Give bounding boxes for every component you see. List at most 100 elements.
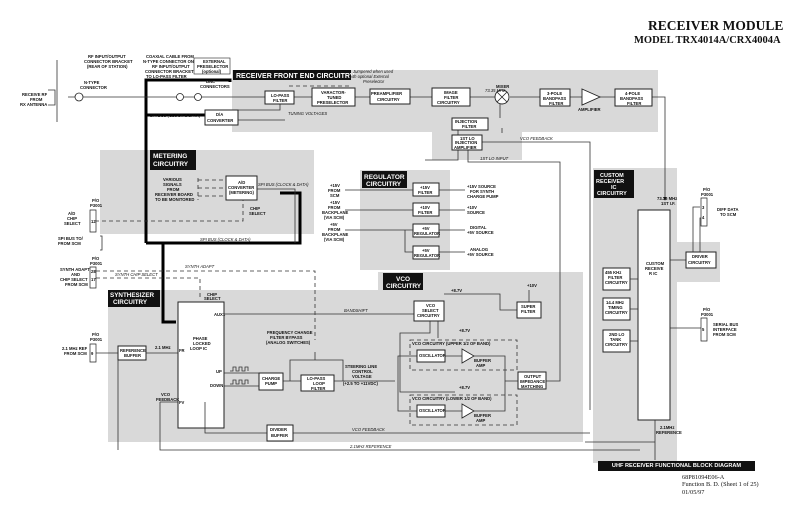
svg-text:LO-PASS: LO-PASS <box>307 376 326 381</box>
svg-text:N-TYPE: N-TYPE <box>84 80 100 85</box>
svg-text:CHIP SELECT: CHIP SELECT <box>60 277 88 282</box>
custom-rx-header: CUSTOM RECEIVER IC CIRCUITRY <box>594 170 634 198</box>
svg-text:FILTER: FILTER <box>311 386 325 391</box>
svg-text:BANDPASS: BANDPASS <box>620 96 643 101</box>
svg-text:FROM: FROM <box>328 227 341 232</box>
svg-text:REGULATOR: REGULATOR <box>414 253 440 258</box>
svg-text:CHIP: CHIP <box>250 206 260 211</box>
mhz-21-label: 2.1 MHz <box>155 345 171 350</box>
svg-text:(ANALOG SWITCHES): (ANALOG SWITCHES) <box>266 340 311 345</box>
svg-text:EXTERNAL: EXTERNAL <box>203 59 226 64</box>
svg-text:P/O: P/O <box>703 187 711 192</box>
coax-label: COAXIAL CABLE FROM N-TYPE CONNECTOR ON R… <box>143 54 194 79</box>
v87-label-top: +8.7V <box>451 288 462 293</box>
bnc-connector-icon <box>194 93 202 101</box>
svg-text:FILTER: FILTER <box>418 210 432 215</box>
p3001-connector-synth: P/O P3001 28 17 <box>89 256 103 289</box>
svg-text:FILTER: FILTER <box>549 101 563 106</box>
up-label: UP <box>216 369 222 374</box>
svg-text:AMP: AMP <box>476 418 486 423</box>
p3001-connector-ref: P/O P3001 9 <box>89 332 103 363</box>
svg-text:VARACTOR-: VARACTOR- <box>321 90 346 95</box>
svg-text:RF INPUT/OUTPUT: RF INPUT/OUTPUT <box>152 64 190 69</box>
lo2-block: 2ND LO TANK CIRCUITRY <box>602 329 631 353</box>
aux1-label: AUX1 <box>214 312 226 317</box>
steering-label: STEERING LINE CONTROL VOLTAGE (+2.5 TO +… <box>343 364 378 386</box>
v10-label: +10V <box>527 283 537 288</box>
page-title: RECEIVER MODULE <box>648 18 784 33</box>
vco-lower-group <box>409 394 518 426</box>
svg-text:FILTER: FILTER <box>521 309 535 314</box>
svg-text:MATCHING: MATCHING <box>521 384 543 389</box>
metering-region <box>100 150 314 234</box>
svg-text:METERING: METERING <box>153 153 187 160</box>
svg-text:2ND LO: 2ND LO <box>609 332 625 337</box>
svg-text:VCO: VCO <box>161 392 171 397</box>
svg-text:FROM: FROM <box>30 97 43 102</box>
svg-text:17: 17 <box>91 277 96 282</box>
svg-text:TANK: TANK <box>610 337 621 342</box>
svg-text:INJECTION: INJECTION <box>455 140 477 145</box>
vco-feedback-line <box>482 141 591 410</box>
svg-text:Preselector: Preselector <box>363 79 385 84</box>
svg-text:CIRCUITRY: CIRCUITRY <box>377 97 400 102</box>
svg-text:BNC: BNC <box>206 79 215 84</box>
reg-out-15: +15V SOURCE FOR SYNTH CHARGE PUMP <box>467 184 499 199</box>
svg-text:FILTER: FILTER <box>444 95 458 100</box>
image-filter-block: IMAGE FILTER CIRCUITRY <box>431 87 471 107</box>
reg-in-15-backplane: +15V FROM BACKPLANE (VIA SCM) <box>322 200 348 220</box>
svg-text:9: 9 <box>91 351 94 356</box>
svg-text:+5V: +5V <box>422 248 430 253</box>
svg-text:BUFFER: BUFFER <box>271 433 288 438</box>
svg-text:VOLTAGE: VOLTAGE <box>352 374 372 379</box>
spi-bus-label-mid: SPI BUS (CLOCK & DATA) <box>200 237 251 242</box>
svg-text:CHIP: CHIP <box>67 216 77 221</box>
svg-text:CIRCUITRY: CIRCUITRY <box>605 280 628 285</box>
v87-label-upper: +8.7V <box>459 328 470 333</box>
ext-preselector-label: EXTERNAL PRESELECTOR (optional) <box>193 57 231 75</box>
svg-text:DIVIDER: DIVIDER <box>270 427 287 432</box>
vco-header: VCO CIRCUITRY <box>383 273 423 290</box>
svg-text:with optional External: with optional External <box>349 74 390 79</box>
divider-buffer-block: DIVIDER BUFFER <box>266 424 294 442</box>
svg-text:12: 12 <box>91 219 96 224</box>
svg-text:FOR SYNTH: FOR SYNTH <box>470 189 494 194</box>
spi-bus-to-da <box>144 80 205 117</box>
svg-text:FILTER: FILTER <box>627 101 641 106</box>
svg-text:RECEIVER FRONT END CIRCUITRY: RECEIVER FRONT END CIRCUITRY <box>236 73 355 80</box>
svg-text:Jumpered when used: Jumpered when used <box>352 69 394 74</box>
svg-text:CIRCUITRY: CIRCUITRY <box>386 283 422 290</box>
lo-input-line <box>467 150 561 275</box>
svg-text:SERIAL BUS: SERIAL BUS <box>713 322 738 327</box>
svg-text:455 KHz: 455 KHz <box>605 270 621 275</box>
svg-text:RECEIVER: RECEIVER <box>596 179 624 185</box>
footer-info: 68P81094E06-A Function B. D. (Sheet 1 of… <box>682 474 759 496</box>
svg-text:DIGITAL: DIGITAL <box>470 225 487 230</box>
lo-pass-filter-block: LO-PASS FILTER <box>264 90 295 105</box>
svg-text:FILTER: FILTER <box>418 190 432 195</box>
svg-text:P/O: P/O <box>92 256 100 261</box>
p3001-connector-diff: P/O P3001 3 4 <box>700 187 714 227</box>
timing-block: 14.4 MHz TIMING CIRCUITRY <box>602 297 631 321</box>
svg-text:BANDPASS: BANDPASS <box>543 96 566 101</box>
spi-from-scm-label: SPI BUS TO/ FROM SCM <box>58 236 84 246</box>
svg-text:CONNECTOR BRACKET: CONNECTOR BRACKET <box>145 69 194 74</box>
injection-filter-block: INJECTION FILTER <box>451 117 489 131</box>
svg-text:4-POLE: 4-POLE <box>625 91 640 96</box>
svg-text:R IC: R IC <box>649 271 657 276</box>
svg-text:1ST LO: 1ST LO <box>460 136 475 141</box>
vco-region <box>378 272 583 442</box>
r5b-block: +5V REGULATOR <box>412 245 440 260</box>
doc-number: 68P81094E06-A <box>682 474 725 481</box>
svg-text:BUFFER: BUFFER <box>474 358 491 363</box>
ref-buffer-block: REFERENCE BUFFER <box>117 345 147 361</box>
front-end-header: RECEIVER FRONT END CIRCUITRY <box>233 70 355 80</box>
svg-text:AND: AND <box>71 272 80 277</box>
svg-text:CONTROL: CONTROL <box>352 369 373 374</box>
svg-text:INTERFACE: INTERFACE <box>713 327 737 332</box>
svg-text:A/D: A/D <box>238 180 245 185</box>
svg-text:CONVERTER: CONVERTER <box>228 185 254 190</box>
svg-text:INJECTION: INJECTION <box>455 119 477 124</box>
svg-text:CONNECTOR BRACKET: CONNECTOR BRACKET <box>84 59 133 64</box>
pll-chip-select-label: CHIP SELECT <box>204 292 221 301</box>
